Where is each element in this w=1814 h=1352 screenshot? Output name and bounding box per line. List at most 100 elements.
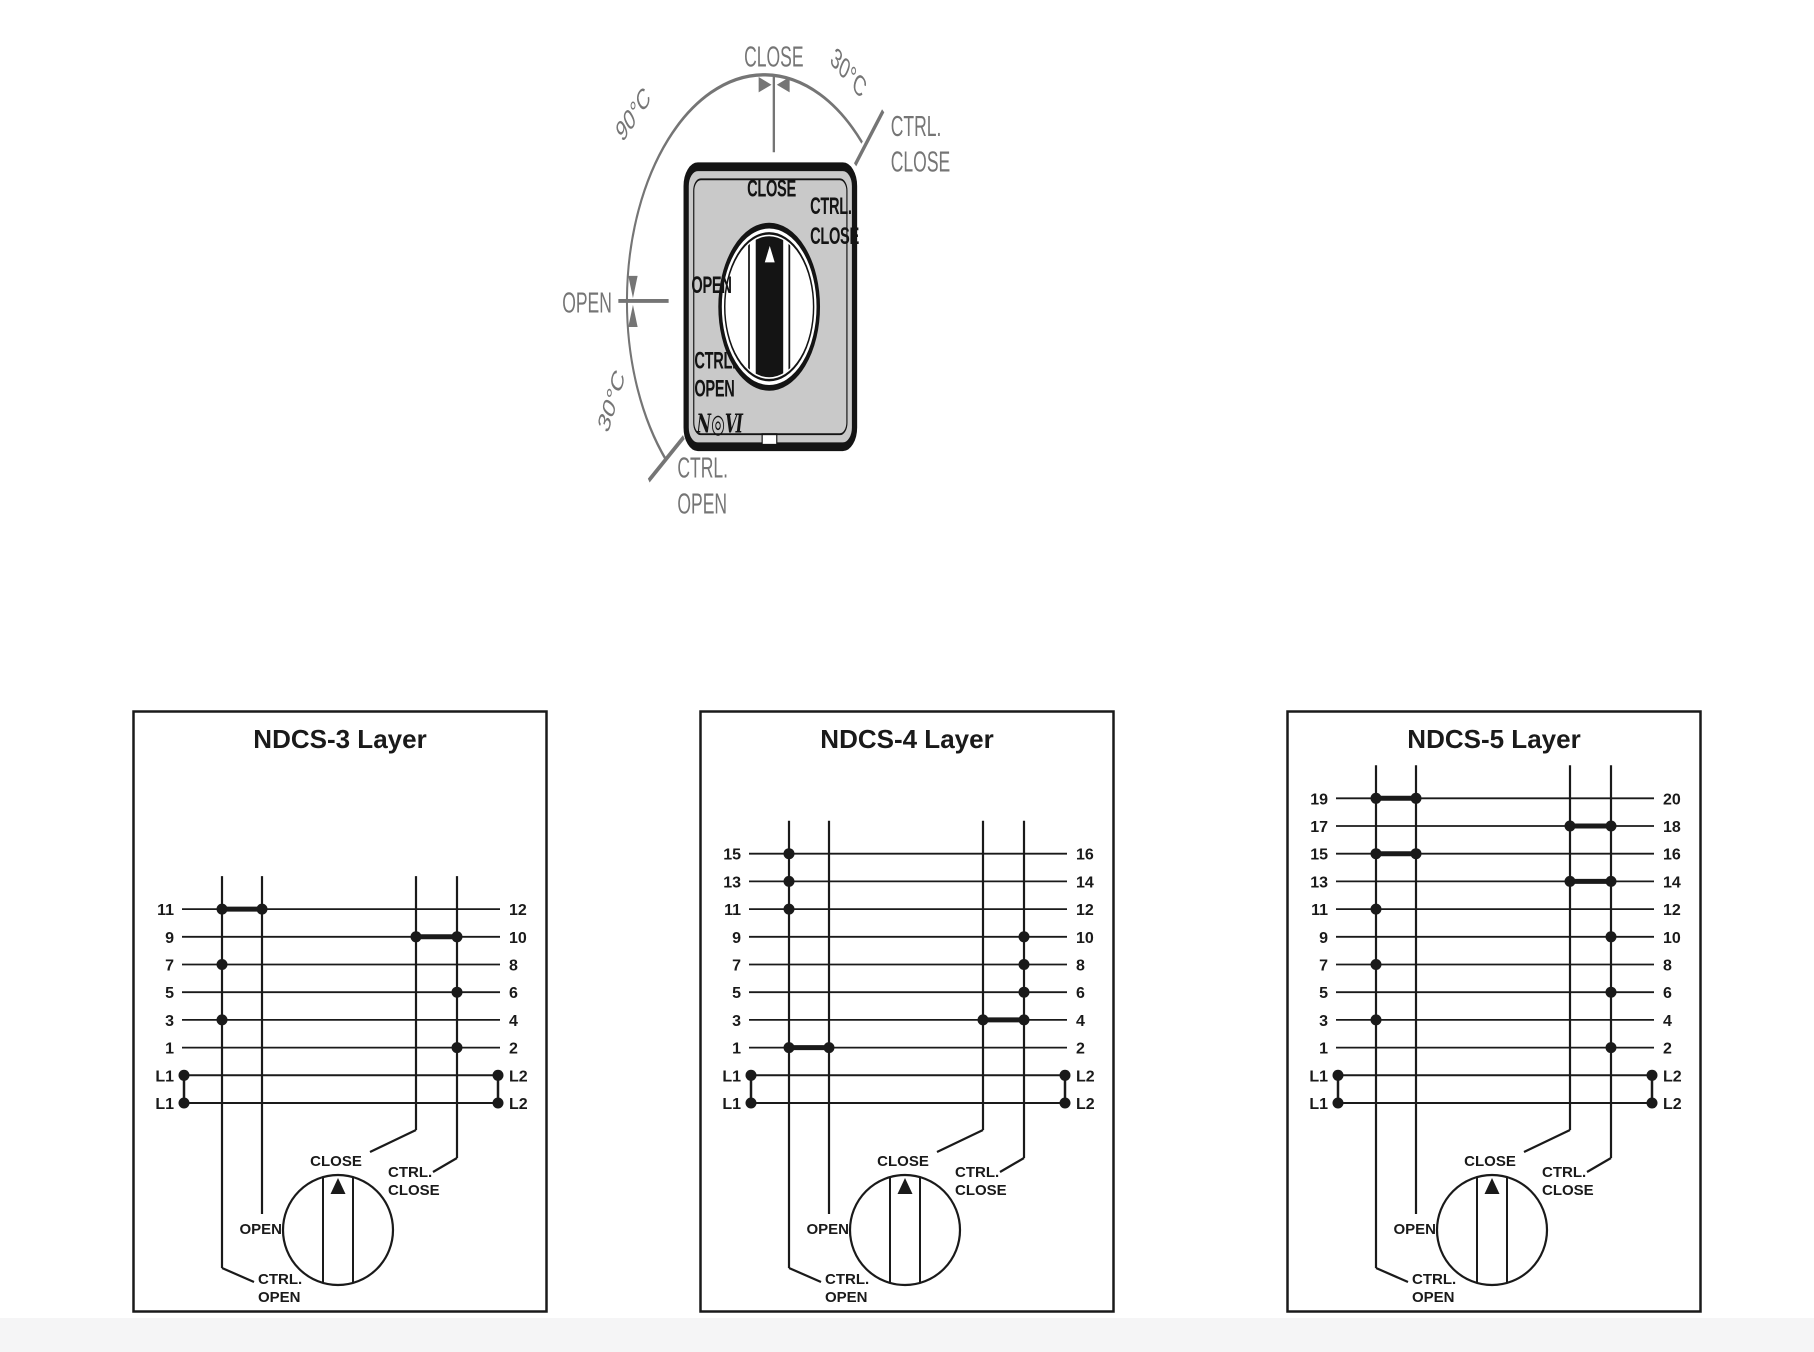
- terminal-number-right: 2: [1076, 1041, 1085, 1058]
- open-arrow-top-icon: [628, 275, 638, 299]
- angle-90-label: 90°C: [612, 81, 654, 149]
- bus-label-left: L1: [155, 1096, 174, 1113]
- terminal-number-left: 5: [165, 985, 174, 1002]
- legend-close-label: CLOSE: [310, 1153, 362, 1170]
- contact-dot: [451, 1042, 463, 1054]
- legend-open-label: OPEN: [806, 1221, 849, 1238]
- legend-ctrl-open-2: OPEN: [258, 1289, 301, 1306]
- bus-label-left: L1: [155, 1068, 174, 1085]
- contact-dot: [256, 903, 268, 915]
- terminal-number-left: 7: [165, 958, 174, 975]
- terminal-number-right: 14: [1076, 874, 1094, 891]
- legend-ctrl-close-2: CLOSE: [388, 1182, 440, 1199]
- terminal-number-left: 1: [732, 1041, 741, 1058]
- contact-dot: [451, 931, 463, 943]
- bus-label-right: L2: [1076, 1096, 1095, 1113]
- leader-ctrl-close: [999, 1157, 1025, 1173]
- mini-switch-circle: [848, 1173, 962, 1287]
- rotary-switch-dial-diagram: CLOSE 90°C 30°C 30°C CTRL. CLOSE OPEN CT…: [562, 41, 950, 521]
- contact-dot: [1370, 959, 1382, 970]
- plate-ctrl-close-label-1: CTRL.: [810, 194, 852, 221]
- contact-dot: [1370, 792, 1382, 804]
- terminal-number-right: 10: [509, 930, 527, 947]
- contact-dot: [1370, 848, 1382, 860]
- contact-dot: [216, 903, 228, 915]
- ctrl-close-tick: [853, 109, 885, 167]
- terminal-number-right: 8: [1663, 958, 1672, 975]
- diagram-border: [132, 710, 548, 1313]
- mini-switch-pointer-icon: [330, 1178, 346, 1194]
- terminal-number-right: 12: [1076, 902, 1094, 919]
- legend-ctrl-open-2: OPEN: [825, 1289, 868, 1306]
- terminal-number-left: 11: [157, 902, 174, 919]
- terminal-number-right: 14: [1663, 874, 1681, 891]
- contact-dot: [1410, 792, 1422, 804]
- leader-ctrl-open: [221, 1266, 255, 1284]
- contact-dot: [1018, 1014, 1030, 1026]
- terminal-number-right: 12: [509, 902, 527, 919]
- terminal-number-left: 9: [1319, 930, 1328, 947]
- mini-switch-pointer-icon: [1484, 1178, 1500, 1194]
- terminal-number-left: 19: [1310, 791, 1328, 808]
- terminal-number-left: 7: [1319, 958, 1328, 975]
- ctrl-open-tick: [647, 435, 685, 483]
- terminal-number-right: 10: [1663, 930, 1681, 947]
- terminal-number-right: 12: [1663, 902, 1681, 919]
- bus-label-right: L2: [509, 1096, 528, 1113]
- legend-ctrl-close-2: CLOSE: [1542, 1182, 1594, 1199]
- bus-label-left: L1: [722, 1068, 741, 1085]
- legend-ctrl-close-1: CTRL.: [1542, 1164, 1586, 1181]
- switch-knob[interactable]: [718, 222, 821, 397]
- diagram-title: NDCS-5 Layer: [1407, 724, 1580, 754]
- open-arrow-bottom-icon: [628, 304, 638, 328]
- legend-ctrl-open-1: CTRL.: [1412, 1271, 1456, 1288]
- terminal-number-right: 6: [1663, 985, 1672, 1002]
- contact-dot: [783, 1042, 795, 1054]
- terminal-number-right: 2: [509, 1041, 518, 1058]
- close-arrow-right-icon: [776, 76, 790, 93]
- legend-ctrl-close-2: CLOSE: [955, 1182, 1007, 1199]
- terminal-number-left: 9: [732, 930, 741, 947]
- contact-dot: [783, 875, 795, 887]
- terminal-number-right: 6: [509, 985, 518, 1002]
- bus-label-right: L2: [1076, 1068, 1095, 1085]
- terminal-number-left: 1: [165, 1041, 174, 1058]
- leader-close: [936, 1129, 984, 1153]
- bus-label-right: L2: [1663, 1096, 1682, 1113]
- knob-pointer-icon: [764, 245, 775, 263]
- diagram-title: NDCS-3 Layer: [253, 724, 426, 754]
- close-arrow-left-icon: [758, 76, 772, 93]
- contact-dot: [1564, 875, 1576, 887]
- bus-label-left: L1: [722, 1096, 741, 1113]
- contact-dot: [1370, 1014, 1382, 1026]
- switch-plate: CLOSE CTRL. CLOSE OPEN CTRL. OPEN N◎Ⅵ: [683, 162, 859, 452]
- contact-dot: [1605, 875, 1617, 887]
- terminal-number-right: 16: [1076, 847, 1094, 864]
- plate-close-label: CLOSE: [747, 176, 796, 203]
- terminal-number-left: 5: [1319, 985, 1328, 1002]
- contact-dot: [1018, 931, 1030, 943]
- mini-switch-circle: [281, 1173, 395, 1287]
- outer-ctrl-close-label-2: CLOSE: [891, 146, 950, 179]
- contact-dot: [1605, 820, 1617, 832]
- plate-open-label: OPEN: [691, 273, 731, 300]
- terminal-number-right: 2: [1663, 1041, 1672, 1058]
- terminal-number-right: 4: [509, 1013, 518, 1030]
- angle-arc: [625, 73, 863, 462]
- terminal-number-left: 13: [1310, 874, 1328, 891]
- legend-open-label: OPEN: [1393, 1221, 1436, 1238]
- legend-open-label: OPEN: [239, 1221, 282, 1238]
- leader-close: [369, 1129, 417, 1153]
- outer-ctrl-open-label-1: CTRL.: [677, 452, 728, 485]
- terminal-number-right: 8: [509, 958, 518, 975]
- terminal-number-right: 16: [1663, 847, 1681, 864]
- outer-ctrl-open-label-2: OPEN: [677, 488, 727, 521]
- angle-30-bottom-left-label: 30°C: [594, 365, 629, 437]
- plate-notch: [761, 433, 778, 446]
- contact-dot: [1018, 959, 1030, 970]
- contact-dot: [823, 1042, 835, 1054]
- terminal-number-left: 3: [1319, 1013, 1328, 1030]
- contact-dot: [1410, 848, 1422, 860]
- legend-ctrl-open-1: CTRL.: [825, 1271, 869, 1288]
